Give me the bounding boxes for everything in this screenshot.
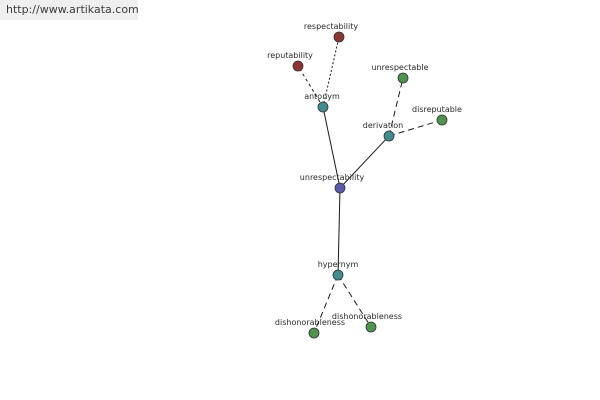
node-dishonorableness-2[interactable]	[365, 321, 377, 333]
edge-root-hypernym	[337, 187, 341, 276]
label-unrespectable: unrespectable	[371, 63, 428, 72]
label-hypernym: hypernym	[318, 260, 359, 269]
edge-antonym-reputability	[297, 65, 324, 108]
label-disreputable: disreputable	[412, 105, 462, 114]
node-dishonorableness-1[interactable]	[308, 327, 320, 339]
label-respectability: respectability	[304, 22, 359, 31]
label-dishonorableness-1: dishonorableness	[275, 318, 345, 327]
node-respectability[interactable]	[333, 31, 345, 43]
edge-root-antonym	[322, 106, 341, 189]
label-dishonorableness-2: dishonorableness	[332, 312, 402, 321]
label-antonym: antonym	[304, 92, 340, 101]
node-hypernym[interactable]	[332, 269, 344, 281]
edge-root-derivation	[339, 135, 390, 189]
edge-hypernym-dishonorableness-1	[313, 274, 339, 334]
node-reputability[interactable]	[292, 60, 304, 72]
node-unrespectable[interactable]	[397, 72, 409, 84]
node-root[interactable]	[334, 182, 346, 194]
node-derivation[interactable]	[383, 130, 395, 142]
label-reputability: reputability	[267, 51, 313, 60]
label-derivation: derivation	[363, 121, 403, 130]
label-root: unrespectability	[300, 173, 365, 182]
node-antonym[interactable]	[317, 101, 329, 113]
node-disreputable[interactable]	[436, 114, 448, 126]
edge-hypernym-dishonorableness-2	[337, 274, 372, 328]
source-url-banner[interactable]: http://www.artikata.com	[0, 0, 139, 20]
